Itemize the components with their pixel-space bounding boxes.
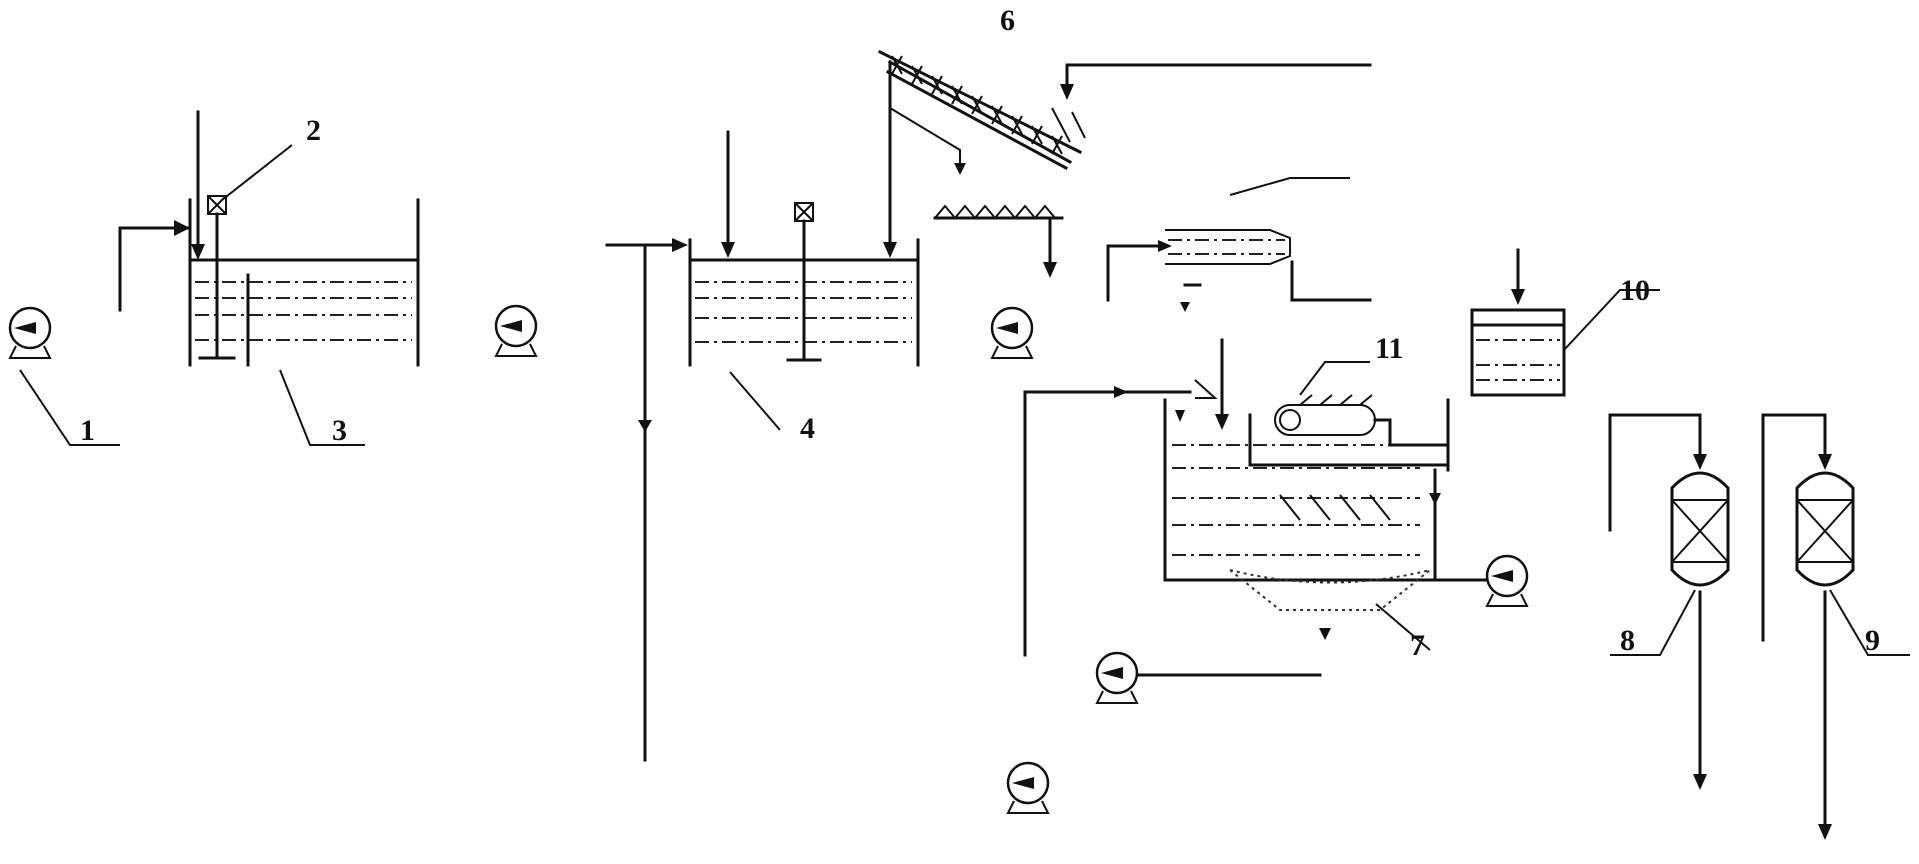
label-leaders [19,144,781,446]
inlet-pipe-tank-3 [118,110,205,312]
stirrer-2 [198,195,236,360]
pump-outlet-icon [1485,554,1529,608]
pump-1-icon [8,306,52,360]
tank-10 [1470,248,1660,397]
pump-recycle-icon [1095,651,1139,705]
pump-conveyor-icon [990,306,1034,360]
unit-5 [1106,177,1372,312]
feed-pipe-tank-4 [605,238,688,762]
label-6: 6 [1000,4,1015,37]
label-8: 8 [1620,624,1635,657]
conveyor-feed-line [889,63,1372,175]
label-9: 9 [1865,624,1880,657]
settling-tank-7 [1163,398,1450,651]
pump-bottom-icon [1006,761,1050,815]
overflow-outlet [1429,468,1507,582]
label-3: 3 [332,414,347,447]
stirrer-tank-4 [786,202,822,362]
label-10: 10 [1620,274,1650,307]
filter-tray [933,204,1064,278]
tank-3 [188,198,420,367]
dosing-line-7 [1023,338,1229,657]
label-1: 1 [80,414,95,447]
label-4: 4 [800,412,815,445]
column-8 [1608,413,1730,790]
column-9 [1761,413,1910,840]
screw-conveyor-6 [877,49,1086,171]
pump-tank-4-icon [494,304,538,358]
label-7: 7 [1410,629,1425,662]
label-11: 11 [1375,332,1403,365]
scraper-11 [1274,361,1450,447]
label-2: 2 [306,114,321,147]
